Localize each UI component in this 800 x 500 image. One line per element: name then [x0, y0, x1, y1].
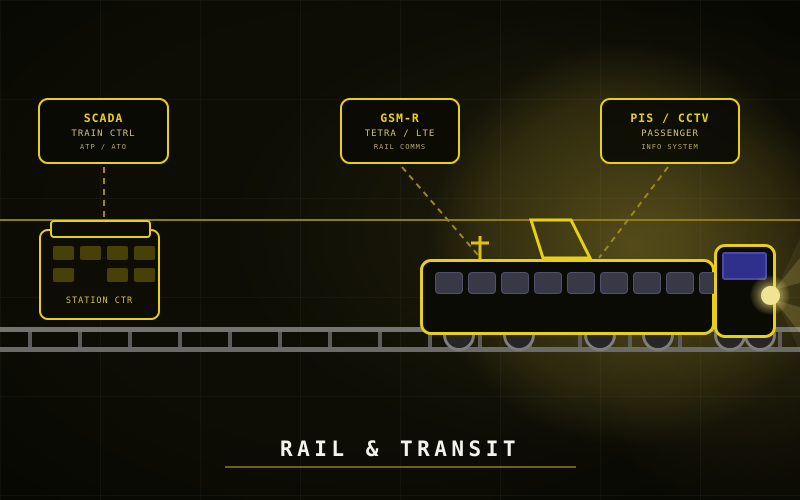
callout-gsmr: GSM-R TETRA / LTE RAIL COMMS: [340, 98, 460, 164]
callout-gsmr-subtitle: TETRA / LTE: [364, 129, 436, 139]
station-window: [134, 246, 155, 260]
callout-pis-cctv-subtitle: PASSENGER: [641, 129, 699, 139]
title-block: RAIL & TRANSIT: [0, 437, 800, 461]
station-window: [80, 246, 101, 260]
train-window-row: [435, 272, 727, 294]
train-window: [567, 272, 595, 294]
callout-pis-cctv-title: PIS / CCTV: [630, 111, 710, 125]
title-underline: [225, 466, 576, 468]
train-body: [420, 259, 727, 335]
station-label: STATION CTR: [65, 296, 134, 306]
callout-scada-title: SCADA: [83, 111, 124, 125]
callout-gsmr-detail: RAIL COMMS: [373, 143, 427, 151]
cab-window: [722, 252, 767, 280]
station-window: [53, 246, 74, 260]
pantograph-icon: [528, 218, 593, 260]
track-rail-bottom: [0, 347, 800, 352]
track-rail-top: [0, 327, 800, 332]
train-window: [468, 272, 496, 294]
train-window: [534, 272, 562, 294]
station-window: [53, 268, 74, 282]
station-building: STATION CTR: [39, 229, 160, 320]
train-window: [501, 272, 529, 294]
station-window: [107, 268, 128, 282]
train-window: [435, 272, 463, 294]
station-roof: [50, 220, 151, 238]
callout-pis-cctv-detail: INFO SYSTEM: [641, 143, 699, 151]
callout-scada-subtitle: TRAIN CTRL: [71, 129, 136, 139]
train-window: [633, 272, 661, 294]
connector-line-pis: [598, 166, 669, 259]
headlight-icon: [761, 286, 780, 305]
callout-scada-detail: ATP / ATO: [80, 143, 127, 151]
page-title: RAIL & TRANSIT: [279, 437, 520, 461]
antenna-icon: [471, 236, 489, 259]
callout-gsmr-title: GSM-R: [380, 111, 420, 125]
connector-line-gsmr: [401, 166, 479, 256]
station-window: [134, 268, 155, 282]
train-window: [666, 272, 694, 294]
callout-pis-cctv: PIS / CCTV PASSENGER INFO SYSTEM: [600, 98, 740, 164]
train-window: [600, 272, 628, 294]
station-window: [107, 246, 128, 260]
callout-scada: SCADA TRAIN CTRL ATP / ATO: [38, 98, 169, 164]
